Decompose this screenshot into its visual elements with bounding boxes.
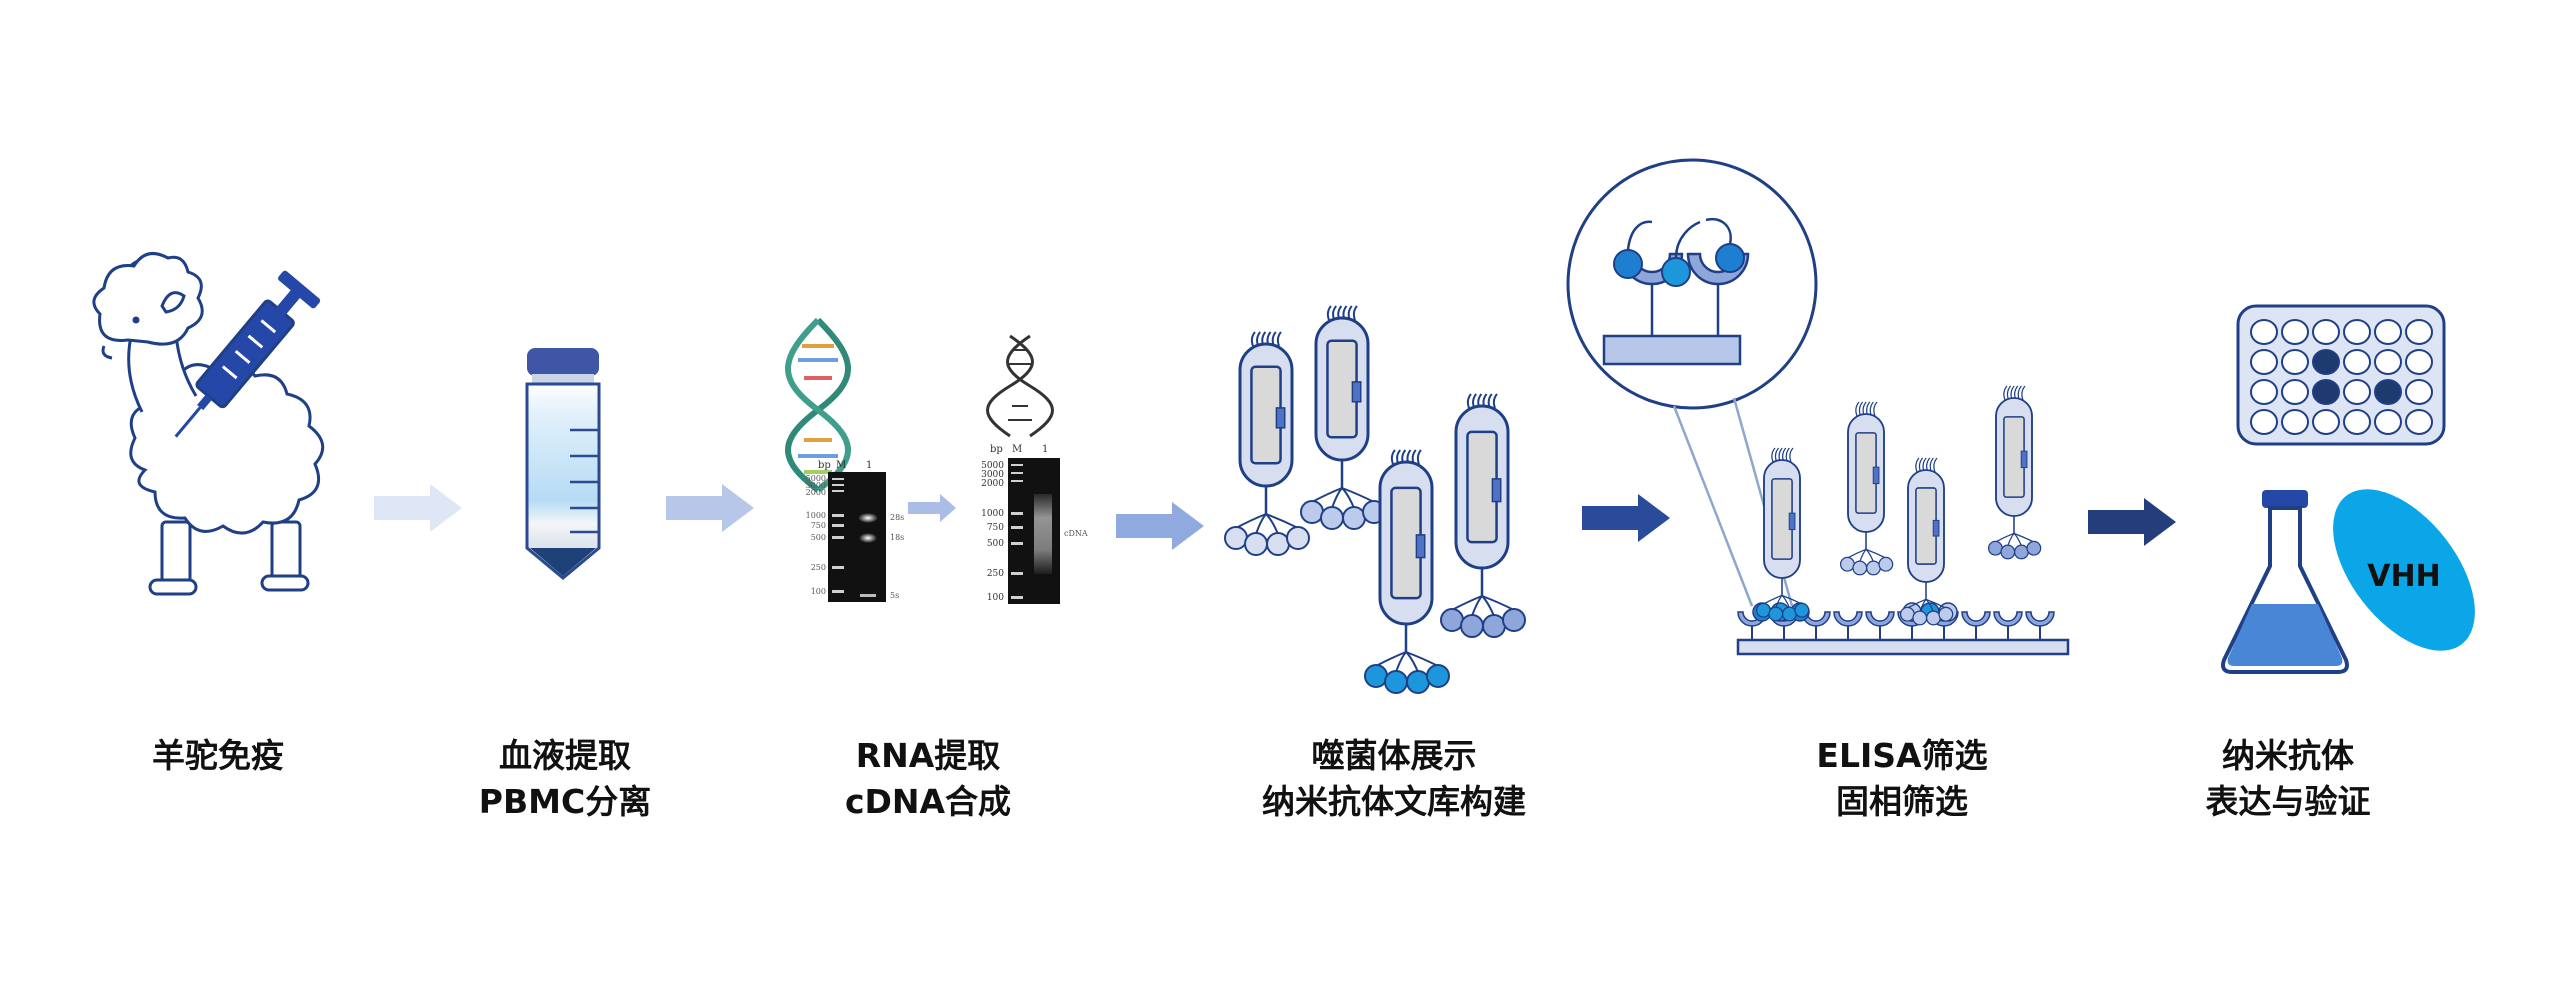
step-6-line-1: 纳米抗体 bbox=[2222, 736, 2354, 775]
gel-cdna-lane-1: 1 bbox=[1042, 444, 1048, 455]
process-arrow-3 bbox=[908, 494, 956, 522]
alpaca-icon bbox=[92, 252, 325, 596]
elisa-phage-4-icon bbox=[1987, 385, 2042, 560]
process-arrow-4 bbox=[1116, 502, 1204, 550]
gel-cdna-unit: bp bbox=[990, 444, 1003, 455]
step-3-line-2: cDNA合成 bbox=[844, 782, 1012, 821]
centrifuge-tube-icon bbox=[525, 348, 601, 580]
gel-cdna-ladder-0: 5000 bbox=[981, 461, 1004, 471]
process-arrow-1 bbox=[374, 484, 462, 532]
elisa-phage-1-icon bbox=[1755, 447, 1810, 622]
step-label-2: 血液提取 PBMC分离 bbox=[479, 733, 651, 825]
step-2-line-2: PBMC分离 bbox=[478, 782, 652, 821]
vhh-antibody-icon: VHH bbox=[2333, 489, 2475, 651]
process-arrow-5 bbox=[1582, 494, 1670, 542]
vhh-label: VHH bbox=[2367, 559, 2440, 594]
gel-cdna: bp M 1 5000 3000 2000 1000 750 500 250 1… bbox=[981, 444, 1088, 604]
gel-cdna-ladder-3: 1000 bbox=[981, 509, 1004, 519]
step-label-1: 羊驼免疫 bbox=[152, 733, 284, 779]
gel-rna-unit: bp bbox=[818, 460, 831, 471]
flask-icon bbox=[2221, 490, 2349, 674]
gel-cdna-ladder-7: 100 bbox=[987, 593, 1004, 603]
step-2-line-1: 血液提取 bbox=[499, 736, 631, 775]
elisa-plate bbox=[1736, 385, 2070, 656]
step-4-line-1: 噬菌体展示 bbox=[1311, 736, 1477, 775]
dna-small-icon bbox=[986, 334, 1054, 438]
process-arrow-2 bbox=[666, 484, 754, 532]
elisa-phage-2-icon bbox=[1839, 401, 1894, 576]
step-1-line-1: 羊驼免疫 bbox=[152, 736, 284, 775]
gel-rna-ladder-4: 750 bbox=[811, 521, 826, 530]
dna-helix-icon bbox=[785, 317, 851, 493]
phage-4-icon bbox=[1440, 393, 1526, 638]
gel-rna-ladder-1: 3000 bbox=[806, 481, 826, 490]
phage-2-icon bbox=[1300, 305, 1386, 530]
gel-cdna-ladder-2: 2000 bbox=[981, 479, 1004, 489]
step-label-6: 纳米抗体 表达与验证 bbox=[2206, 733, 2371, 825]
step-5-line-1: ELISA筛选 bbox=[1816, 736, 1988, 775]
gel-rna-ladder-3: 1000 bbox=[806, 511, 826, 520]
gel-rna-ladder-0: 5000 bbox=[806, 474, 826, 483]
gel-rna-ladder-7: 100 bbox=[811, 587, 826, 596]
step-4-line-2: 纳米抗体文库构建 bbox=[1262, 782, 1526, 821]
process-arrow-6 bbox=[2088, 498, 2176, 546]
elisa-phage-3-icon bbox=[1899, 457, 1954, 626]
step-label-3: RNA提取 cDNA合成 bbox=[845, 733, 1011, 825]
phage-3-icon bbox=[1364, 449, 1450, 694]
step-3-line-1: RNA提取 bbox=[855, 736, 1001, 775]
phage-library bbox=[1224, 305, 1526, 694]
gel-cdna-band: cDNA bbox=[1064, 529, 1088, 538]
gel-rna-lane-m: M bbox=[836, 460, 846, 471]
syringe-icon bbox=[174, 270, 321, 438]
step-5-line-2: 固相筛选 bbox=[1836, 782, 1968, 821]
step-6-line-2: 表达与验证 bbox=[2205, 782, 2371, 821]
gel-cdna-ladder-4: 750 bbox=[987, 523, 1004, 533]
gel-rna: bp M 1 5000 3000 2000 1000 750 500 250 1… bbox=[806, 460, 904, 602]
gel-cdna-ladder-6: 250 bbox=[987, 569, 1004, 579]
step-label-5: ELISA筛选 固相筛选 bbox=[1816, 733, 1987, 825]
gel-rna-band-28s: 28s bbox=[890, 513, 904, 522]
gel-rna-ladder-6: 250 bbox=[811, 563, 826, 572]
gel-cdna-ladder-1: 3000 bbox=[981, 470, 1004, 480]
gel-rna-band-5s: 5s bbox=[890, 591, 899, 600]
gel-rna-ladder-2: 2000 bbox=[806, 488, 826, 497]
gel-cdna-ladder-5: 500 bbox=[987, 539, 1004, 549]
gel-rna-lane-1: 1 bbox=[866, 460, 872, 471]
well-plate-icon bbox=[2236, 304, 2446, 446]
gel-rna-ladder-5: 500 bbox=[811, 533, 826, 542]
step-label-4: 噬菌体展示 纳米抗体文库构建 bbox=[1262, 733, 1526, 825]
gel-cdna-lane-m: M bbox=[1012, 444, 1022, 455]
phage-1-icon bbox=[1224, 331, 1310, 556]
gel-rna-band-18s: 18s bbox=[890, 533, 904, 542]
elisa-zoom-view bbox=[1566, 158, 1818, 607]
